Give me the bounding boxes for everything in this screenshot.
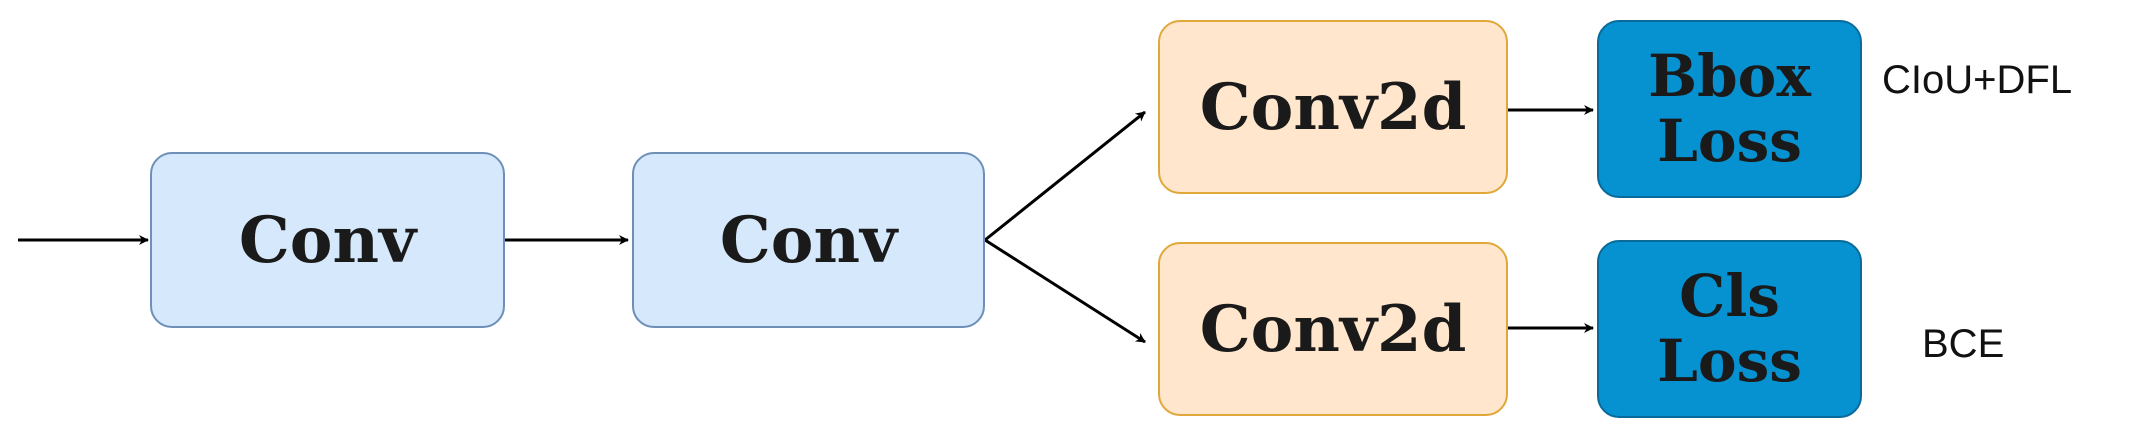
- conv2d-block-bottom-label: Conv2d: [1199, 291, 1467, 367]
- cls-loss-label-line1: Cls: [1679, 262, 1780, 331]
- conv-block-2-label: Conv: [719, 202, 898, 278]
- conv-block-2: Conv: [632, 152, 985, 328]
- bbox-loss-block: Bbox Loss: [1597, 20, 1862, 198]
- conv-block-1-label: Conv: [238, 202, 417, 278]
- conv2d-block-top: Conv2d: [1158, 20, 1508, 194]
- bbox-loss-type-annotation: CIoU+DFL: [1882, 58, 2073, 102]
- arrow-conv2-to-conv2d-bottom: [984, 238, 1146, 344]
- bbox-loss-label-line1: Bbox: [1648, 42, 1811, 111]
- cls-loss-type-annotation: BCE: [1922, 322, 2005, 366]
- conv2d-block-top-label: Conv2d: [1199, 69, 1467, 145]
- conv2d-block-bottom: Conv2d: [1158, 242, 1508, 416]
- arrow-conv2-to-conv2d-top: [984, 110, 1146, 242]
- cls-loss-label-line2: Loss: [1657, 327, 1802, 395]
- cls-loss-block: Cls Loss: [1597, 240, 1862, 418]
- conv-block-1: Conv: [150, 152, 505, 328]
- bbox-loss-label-line2: Loss: [1657, 107, 1802, 175]
